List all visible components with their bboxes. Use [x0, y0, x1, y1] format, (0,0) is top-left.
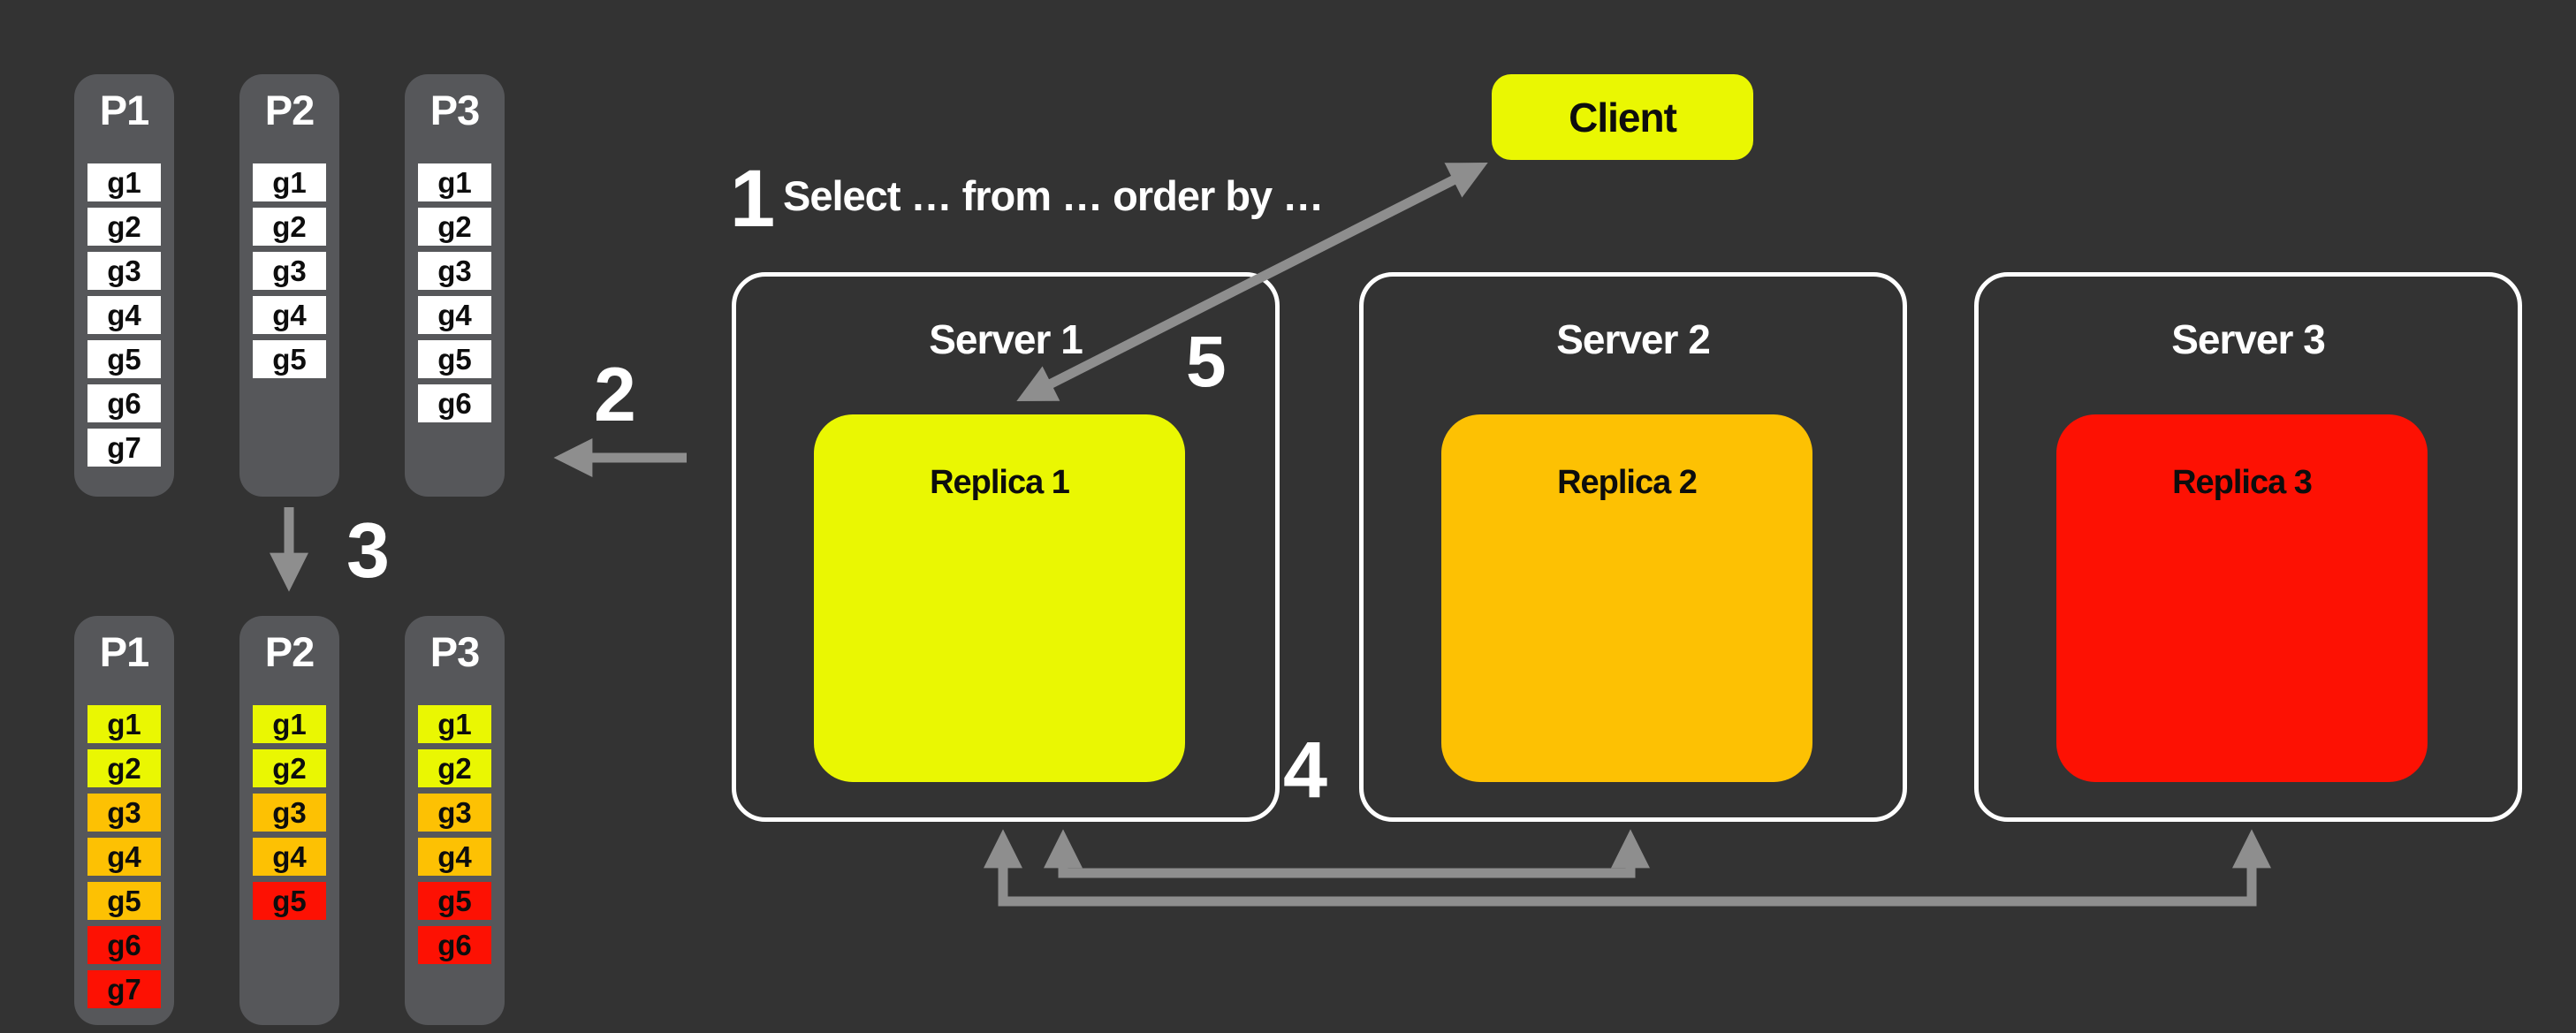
- partition-item: g5: [253, 882, 326, 920]
- partition-column-p2: P2 g1 g2 g3 g4 g5: [239, 74, 339, 497]
- partition-item-list: g1 g2 g3 g4 g5: [239, 705, 339, 920]
- partition-item-list: g1 g2 g3 g4 g5 g6 g7: [74, 705, 174, 1008]
- step-2-number: 2: [594, 353, 636, 437]
- step-4-number: 4: [1283, 726, 1327, 815]
- partition-item: g3: [253, 252, 326, 290]
- server-3-box: Server 3 Replica 3: [1974, 272, 2522, 822]
- replica-3-box: Replica 3: [2056, 414, 2428, 782]
- partition-item: g1: [418, 163, 491, 201]
- connector-server1-server2: [1044, 829, 1650, 878]
- partition-label: P2: [264, 628, 315, 675]
- partition-item: g1: [87, 163, 161, 201]
- partition-item: g4: [418, 838, 491, 876]
- partition-label: P1: [99, 628, 150, 675]
- partition-item: g1: [87, 705, 161, 743]
- partition-label: P1: [99, 87, 150, 133]
- partition-column-p1: P1 g1 g2 g3 g4 g5 g6 g7: [74, 616, 174, 1025]
- server-2-label: Server 2: [1556, 316, 1711, 362]
- partition-item: g2: [87, 749, 161, 787]
- partition-item: g5: [87, 882, 161, 920]
- partition-item: g6: [87, 926, 161, 964]
- partition-column-p3: P3 g1 g2 g3 g4 g5 g6: [405, 616, 505, 1025]
- partition-item: g2: [418, 208, 491, 246]
- partition-item: g4: [87, 296, 161, 334]
- partition-item-list: g1 g2 g3 g4 g5 g6 g7: [74, 163, 174, 467]
- partition-column-p2: P2 g1 g2 g3 g4 g5: [239, 616, 339, 1025]
- replica-1-label: Replica 1: [930, 464, 1070, 501]
- partition-item-list: g1 g2 g3 g4 g5 g6: [405, 163, 505, 422]
- partition-item: g4: [418, 296, 491, 334]
- partition-label: P2: [264, 87, 315, 133]
- replica-3-label: Replica 3: [2172, 464, 2313, 501]
- partition-label: P3: [429, 87, 481, 133]
- partition-item: g3: [418, 252, 491, 290]
- step-3-number: 3: [346, 506, 390, 594]
- partition-item: g4: [253, 296, 326, 334]
- server-3-label: Server 3: [2171, 316, 2326, 362]
- partition-item: g2: [87, 208, 161, 246]
- partition-item: g3: [87, 252, 161, 290]
- partition-item: g2: [253, 208, 326, 246]
- partition-item: g7: [87, 970, 161, 1008]
- partition-column-p1: P1 g1 g2 g3 g4 g5 g6 g7: [74, 74, 174, 497]
- connector-server1-server3: [984, 829, 2271, 907]
- step-1-number: 1: [730, 154, 775, 244]
- replica-1-box: Replica 1: [814, 414, 1185, 782]
- partition-item: g5: [253, 340, 326, 378]
- partition-item: g2: [253, 749, 326, 787]
- partition-item: g7: [87, 429, 161, 467]
- partition-item: g1: [418, 705, 491, 743]
- partition-item-list: g1 g2 g3 g4 g5 g6: [405, 705, 505, 964]
- client-box: Client: [1492, 74, 1753, 160]
- partition-item: g2: [418, 749, 491, 787]
- server-1-label: Server 1: [929, 316, 1083, 362]
- partition-item: g3: [87, 794, 161, 832]
- partition-item: g5: [418, 340, 491, 378]
- partition-item: g4: [253, 838, 326, 876]
- partition-item: g1: [253, 163, 326, 201]
- partition-item: g5: [87, 340, 161, 378]
- partition-item-list: g1 g2 g3 g4 g5: [239, 163, 339, 378]
- replica-2-box: Replica 2: [1441, 414, 1812, 782]
- query-text: Select … from … order by …: [783, 172, 1324, 219]
- partition-label: P3: [429, 628, 481, 675]
- partition-item: g3: [253, 794, 326, 832]
- replica-2-label: Replica 2: [1557, 464, 1698, 501]
- server-1-box: Server 1 Replica 1: [732, 272, 1280, 822]
- partition-item: g3: [418, 794, 491, 832]
- partition-item: g6: [418, 384, 491, 422]
- partition-item: g4: [87, 838, 161, 876]
- partition-item: g1: [253, 705, 326, 743]
- server-2-box: Server 2 Replica 2: [1359, 272, 1907, 822]
- partition-item: g6: [87, 384, 161, 422]
- partition-column-p3: P3 g1 g2 g3 g4 g5 g6: [405, 74, 505, 497]
- partition-item: g6: [418, 926, 491, 964]
- partition-item: g5: [418, 882, 491, 920]
